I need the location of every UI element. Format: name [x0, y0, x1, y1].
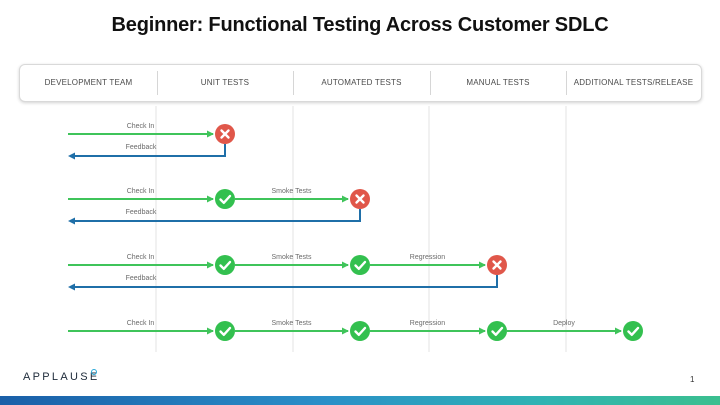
pass-check-icon — [623, 321, 643, 341]
column-divider — [157, 71, 158, 95]
forward-arrow-head-icon — [207, 327, 214, 335]
cross-icon — [492, 260, 502, 270]
pass-check-icon — [215, 321, 235, 341]
slide-title: Beginner: Functional Testing Across Cust… — [111, 14, 609, 36]
forward-arrow-head-icon — [207, 130, 214, 138]
column-header-manual-tests: MANUAL TESTS — [466, 78, 530, 87]
forward-step-label: Check In — [127, 254, 155, 261]
checkmark-icon — [219, 260, 232, 270]
forward-arrow-head-icon — [207, 195, 214, 203]
feedback-arrow-line — [74, 275, 498, 288]
page-number: 1 — [690, 375, 695, 384]
forward-step-label: Smoke Tests — [272, 320, 312, 327]
forward-step-label: Check In — [127, 320, 155, 327]
checkmark-icon — [354, 326, 367, 336]
column-divider — [293, 71, 294, 95]
forward-arrow-head-icon — [207, 261, 214, 269]
checkmark-icon — [219, 194, 232, 204]
feedback-label: Feedback — [126, 275, 157, 282]
forward-arrow-head-icon — [342, 195, 349, 203]
cross-icon — [355, 194, 365, 204]
pass-check-icon — [487, 321, 507, 341]
pass-check-icon — [215, 255, 235, 275]
checkmark-icon — [491, 326, 504, 336]
forward-step-label: Smoke Tests — [272, 254, 312, 261]
checkmark-icon — [627, 326, 640, 336]
pass-check-icon — [350, 321, 370, 341]
forward-arrow-head-icon — [479, 327, 486, 335]
cross-icon — [220, 129, 230, 139]
feedback-label: Feedback — [126, 209, 157, 216]
forward-step-label: Check In — [127, 123, 155, 130]
forward-step-label: Regression — [410, 254, 446, 261]
checkmark-icon — [219, 326, 232, 336]
feedback-arrow-line — [74, 144, 226, 157]
forward-step-label: Deploy — [553, 320, 575, 327]
column-divider — [566, 71, 567, 95]
column-header-automated-tests: AUTOMATED TESTS — [321, 78, 402, 87]
forward-step-label: Smoke Tests — [272, 188, 312, 195]
forward-step-label: Regression — [410, 320, 446, 327]
column-header-development-team: DEVELOPMENT TEAM — [44, 78, 133, 87]
feedback-label: Feedback — [126, 144, 157, 151]
forward-arrow-head-icon — [479, 261, 486, 269]
feedback-arrow-line — [74, 209, 361, 222]
column-divider — [430, 71, 431, 95]
feedback-arrow-head-icon — [68, 152, 75, 160]
stage-header-bar: DEVELOPMENT TEAM UNIT TESTS AUTOMATED TE… — [19, 64, 702, 102]
forward-arrow-head-icon — [342, 261, 349, 269]
forward-arrow-head-icon — [615, 327, 622, 335]
forward-arrow-head-icon — [342, 327, 349, 335]
column-header-additional-tests-release: ADDITIONAL TESTS/RELEASE — [573, 78, 694, 87]
applause-logo: APPLAUSE — [23, 371, 100, 383]
feedback-arrow-head-icon — [68, 283, 75, 291]
feedback-arrow-head-icon — [68, 217, 75, 225]
logo-dot-icon — [91, 369, 97, 375]
pass-check-icon — [350, 255, 370, 275]
column-header-unit-tests: UNIT TESTS — [200, 78, 250, 87]
pass-check-icon — [215, 189, 235, 209]
forward-step-label: Check In — [127, 188, 155, 195]
checkmark-icon — [354, 260, 367, 270]
footer-gradient-band — [0, 396, 720, 405]
